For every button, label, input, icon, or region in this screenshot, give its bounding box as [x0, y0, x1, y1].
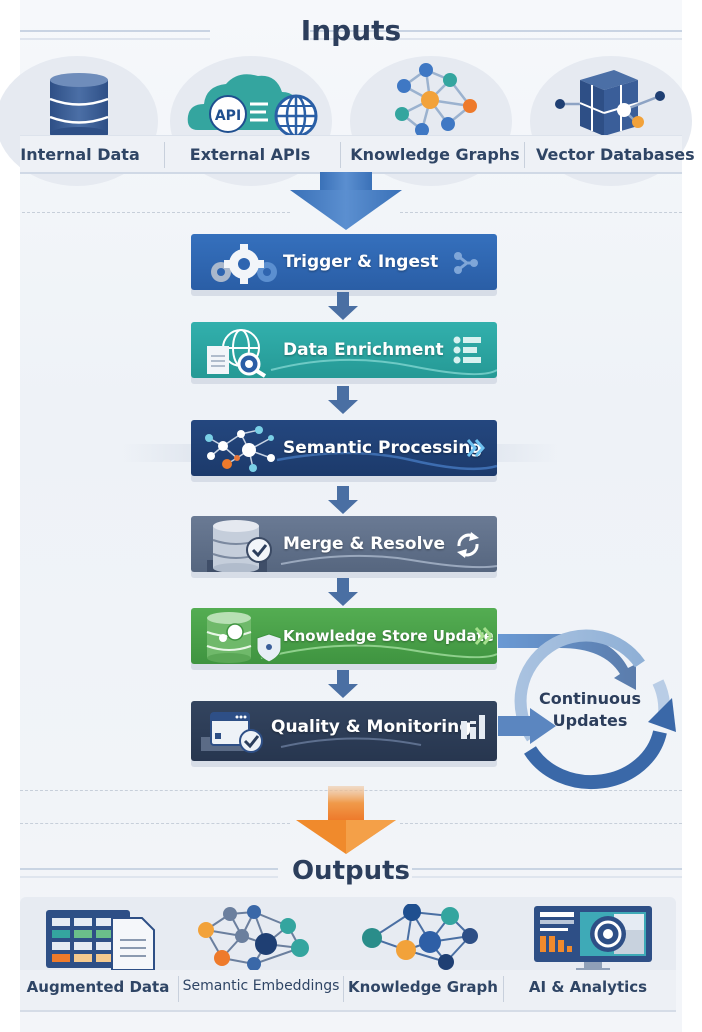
stage-label: Trigger & Ingest [283, 252, 439, 272]
outputs-rule-left [20, 868, 278, 878]
network-icon [205, 426, 275, 472]
stage-semantic-processing[interactable]: Semantic Processing [191, 420, 497, 476]
flow-arrow-4 [328, 578, 358, 606]
input-label-vector-databases: Vector Databases [536, 145, 695, 164]
input-label-knowledge-graphs: Knowledge Graphs [350, 145, 520, 164]
inputs-divider-3 [524, 142, 525, 168]
globe-search-icon [207, 329, 267, 378]
inputs-divider-1 [164, 142, 165, 168]
knowledge-graph-icon [362, 904, 478, 970]
embedding-network-icon [198, 905, 309, 970]
sync-icon [457, 532, 479, 558]
double-chevron-icon [466, 439, 485, 457]
bar-chart-icon [461, 715, 485, 739]
inputs-rule-right [310, 30, 682, 40]
stage-knowledge-store-update[interactable]: Knowledge Store Update [191, 608, 497, 664]
input-label-external-apis: External APIs [189, 145, 311, 164]
continuous-updates-label: Continuous Updates [530, 688, 650, 732]
graph-network-icon [395, 63, 477, 137]
flow-arrow-3 [328, 486, 358, 514]
database-icon [49, 73, 109, 141]
output-label-knowledge-graph: Knowledge Graph [348, 978, 498, 996]
stage-quality-monitoring[interactable]: Quality & Monitoring [191, 701, 497, 761]
output-label-ai-analytics: AI & Analytics [528, 978, 648, 996]
database-check-icon [207, 520, 272, 572]
table-document-icon [46, 910, 155, 971]
stage-label: Data Enrichment [283, 340, 444, 360]
pipeline-to-outputs-arrow [296, 786, 396, 854]
outputs-divider-1 [178, 976, 179, 1002]
vector-cube-icon [555, 70, 665, 136]
stage-label: Merge & Resolve [283, 534, 446, 554]
stage-trigger-ingest[interactable]: Trigger & Ingest [191, 234, 497, 290]
inputs-to-pipeline-arrow [290, 172, 402, 230]
flow-arrow-1 [328, 292, 358, 320]
continuous-updates-line2: Updates [552, 711, 628, 730]
share-icon [454, 252, 478, 274]
dashed-divider-top-right [400, 212, 682, 213]
inputs-rule-left [20, 30, 210, 40]
stage-data-enrichment[interactable]: Data Enrichment [191, 322, 497, 378]
continuous-updates-loop [498, 629, 676, 790]
outputs-title: Outputs [291, 856, 411, 886]
list-icon [453, 336, 481, 364]
output-label-augmented-data: Augmented Data [26, 978, 170, 996]
double-chevron-icon [474, 627, 493, 645]
flow-arrow-2 [328, 386, 358, 414]
outputs-divider-3 [503, 976, 504, 1002]
outputs-rule-right [412, 868, 682, 878]
dashed-divider-top-left [22, 212, 290, 213]
stage-label: Knowledge Store Update [283, 627, 494, 645]
gears-icon [211, 244, 277, 284]
inputs-title: Inputs [300, 14, 402, 47]
output-label-semantic-embeddings: Semantic Embeddings [182, 978, 340, 994]
dashed-divider-bottom-right [400, 823, 682, 824]
stage-merge-resolve[interactable]: Merge & Resolve [191, 516, 497, 572]
database-shield-icon [206, 612, 282, 663]
outputs-divider-2 [343, 976, 344, 1002]
stage-label: Quality & Monitoring [271, 717, 472, 737]
flow-arrow-5 [328, 670, 358, 698]
analytics-monitor-icon [534, 906, 652, 971]
dashboard-check-icon [201, 712, 263, 753]
outputs-label-band [20, 970, 676, 1012]
inputs-divider-2 [340, 142, 341, 168]
cloud-api-icon: API [187, 74, 318, 138]
api-badge-text: API [215, 108, 241, 124]
dashed-divider-bottom-left [20, 823, 290, 824]
input-label-internal-data: Internal Data [20, 145, 140, 164]
continuous-updates-line1: Continuous [539, 689, 641, 708]
stage-label: Semantic Processing [283, 438, 483, 458]
